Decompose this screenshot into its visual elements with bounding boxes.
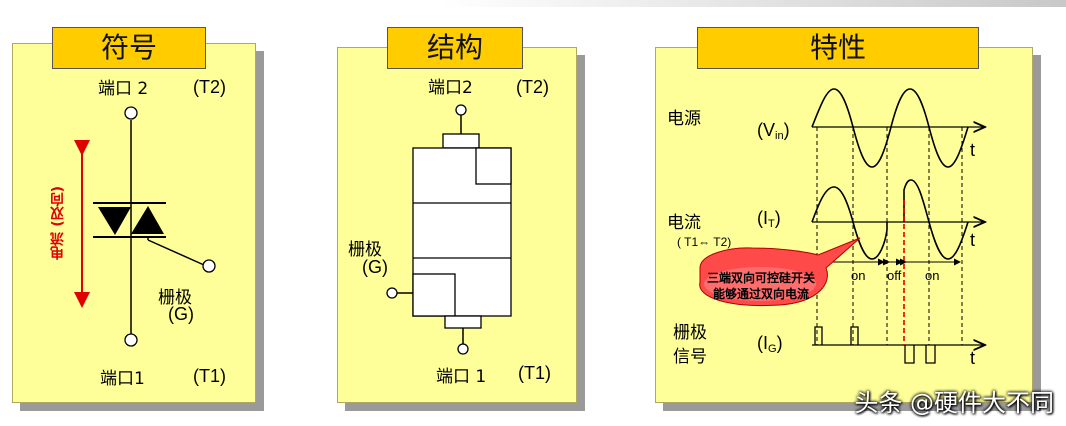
- structure-bottom-contact: [444, 315, 482, 329]
- on-label-2: on: [925, 268, 940, 283]
- structure-terminal-gate: [386, 287, 398, 299]
- callout-line-1: 三端双向可控硅开关: [706, 271, 815, 285]
- ig-label: (IG): [757, 333, 783, 355]
- gate-label: 栅极: [673, 323, 707, 343]
- structure-n-bottom-region: [412, 273, 456, 317]
- t-axis-label-ig: t: [970, 348, 976, 368]
- structure-terminal-t2: [455, 104, 467, 116]
- gate-pulses: [814, 326, 936, 364]
- symbol-gate-label: 栅极: [158, 288, 192, 308]
- triac-diode-down: [98, 207, 131, 235]
- waveform-diagram: [699, 88, 985, 364]
- on-label-1: on: [851, 268, 866, 283]
- structure-n-top-region: [475, 147, 512, 185]
- current-label: 电流: [667, 213, 701, 233]
- watermark: 头条 @硬件大不同: [854, 389, 1054, 417]
- callout-text: 三端双向可控硅开关 能够通过双向电流: [706, 270, 816, 302]
- triac-structure: [386, 104, 512, 355]
- terminal-t1: [124, 333, 138, 347]
- terminal-gate: [202, 259, 216, 273]
- symbol-t2-label: (T2): [193, 77, 226, 97]
- structure-top-contact: [442, 133, 480, 149]
- structure-gate-label: 栅极: [348, 240, 382, 260]
- structure-port2-label: 端口2: [428, 78, 473, 98]
- structure-gate-g-label: (G): [362, 257, 388, 277]
- t1-t2-label: ( T1⇔ T2): [677, 235, 732, 249]
- structure-terminal-t1: [457, 343, 469, 355]
- characteristic-panel: [655, 47, 1033, 403]
- source-label: 电源: [667, 109, 701, 129]
- triac-diode-up: [131, 206, 164, 234]
- structure-panel-title: 结构: [387, 27, 523, 69]
- symbol-panel-title: 符号: [52, 27, 206, 69]
- off-label: off: [887, 268, 902, 283]
- it-wave-segment-1: [811, 186, 888, 260]
- phase-guide-lines: [816, 127, 963, 345]
- structure-port1-label: 端口 1: [436, 367, 487, 387]
- vin-sine-wave: [811, 88, 969, 168]
- symbol-port2-label: 端口 2: [98, 79, 149, 99]
- characteristic-panel-title: 特性: [697, 27, 979, 69]
- terminal-t2: [124, 106, 138, 120]
- it-label: (IT): [757, 208, 781, 230]
- symbol-t1-label: (T1): [193, 366, 226, 386]
- structure-t1-label: (T1): [518, 363, 551, 383]
- triac-symbol: [74, 106, 216, 347]
- structure-t2-label: (T2): [516, 77, 549, 97]
- signal-label: 信号: [673, 347, 707, 367]
- t-axis-label-it: t: [970, 230, 976, 250]
- it-wave-segment-2: [903, 179, 969, 260]
- vin-label: (Vin): [757, 120, 790, 142]
- t-axis-label-vin: t: [970, 140, 976, 160]
- callout-line-2: 能够通过双向电流: [712, 287, 809, 301]
- symbol-gate-g-label: (G): [168, 304, 194, 324]
- top-gradient-bar: [440, 0, 1066, 7]
- symbol-port1-label: 端口1: [100, 369, 145, 389]
- triac-gate-wire: [147, 239, 205, 266]
